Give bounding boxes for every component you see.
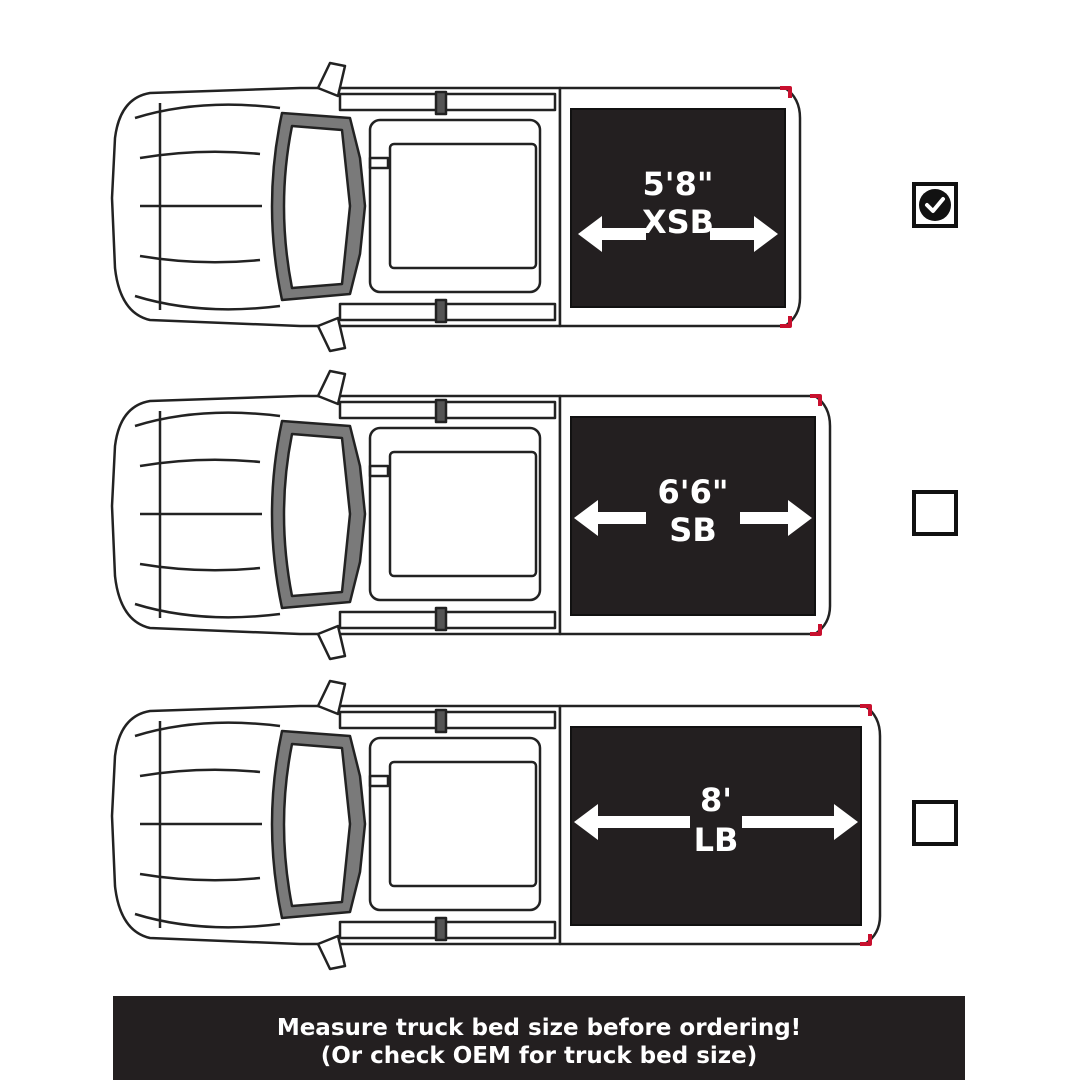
footer-line-1: Measure truck bed size before ordering!: [276, 1015, 802, 1041]
bed-size-checkbox-sb[interactable]: [912, 490, 958, 536]
bed-size-label: 5'8": [642, 165, 714, 203]
truck-bed: 5'8" XSB: [570, 108, 786, 308]
bed-size-checkbox-lb[interactable]: [912, 800, 958, 846]
check-circle-icon: [919, 189, 951, 221]
truck-bed: 6'6" SB: [570, 416, 816, 616]
footer-line-2: (Or check OEM for truck bed size): [320, 1043, 758, 1069]
footer-banner: Measure truck bed size before ordering! …: [113, 996, 965, 1080]
double-arrow-icon: [574, 804, 858, 840]
bed-code-label: SB: [669, 511, 717, 549]
truck-option-lb: 8' LB: [0, 676, 1080, 976]
truck-option-xsb: 5'8" XSB: [0, 58, 1080, 358]
truck-bed: 8' LB: [570, 726, 862, 926]
bed-size-label: 6'6": [657, 473, 729, 511]
double-arrow-icon: [574, 500, 812, 536]
bed-size-label: 8': [699, 781, 733, 819]
bed-code-label: XSB: [641, 203, 715, 241]
double-arrow-icon: [578, 216, 778, 252]
bed-code-label: LB: [693, 821, 739, 859]
truck-option-sb: 6'6" SB: [0, 366, 1080, 666]
bed-size-checkbox-xsb[interactable]: [912, 182, 958, 228]
